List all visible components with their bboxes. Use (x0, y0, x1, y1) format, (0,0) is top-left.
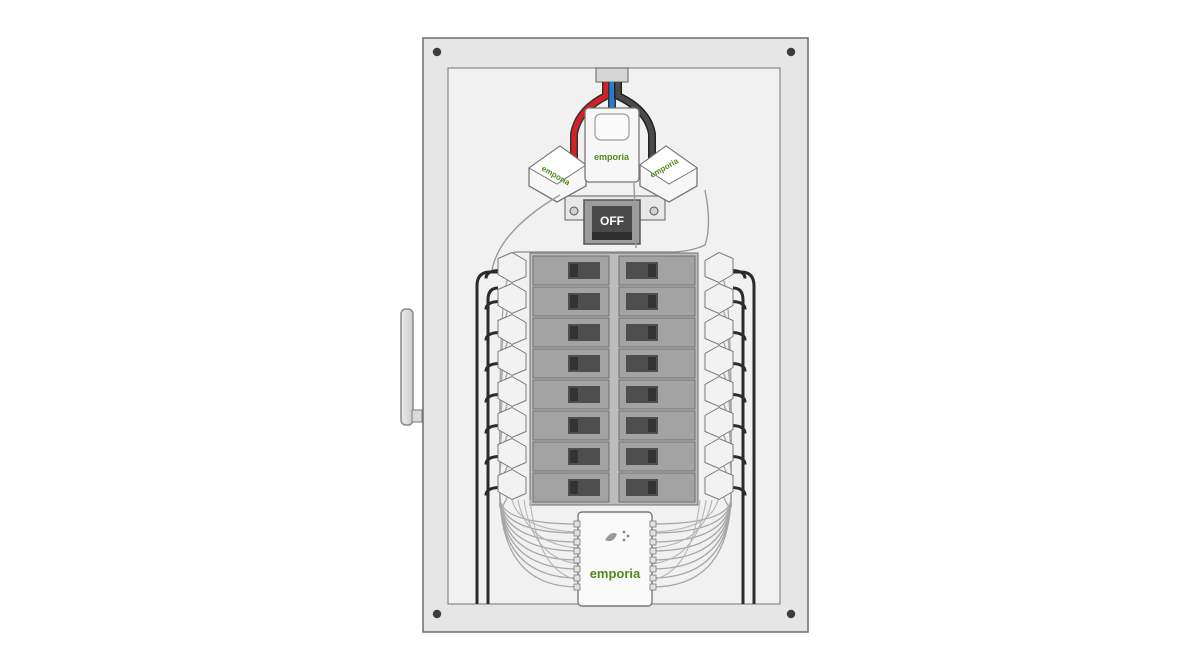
breaker-handle (648, 295, 656, 308)
monitor-port (573, 538, 581, 546)
monitor-port (649, 538, 657, 546)
screw-icon (786, 47, 796, 57)
monitor-brand-label: emporia (590, 566, 641, 581)
ct-sensor-left: emporia (528, 145, 587, 203)
monitor-port (573, 583, 581, 591)
breaker-handle (570, 450, 578, 463)
breaker-group (529, 252, 699, 506)
terminal-clip-left (497, 251, 527, 284)
monitor-port (573, 565, 581, 573)
monitor-port (649, 574, 657, 582)
terminal-clip-right (704, 344, 734, 377)
breaker-handle (570, 419, 578, 432)
breaker-handle (570, 388, 578, 401)
leaf-icon (605, 532, 617, 542)
breaker-handle (648, 450, 656, 463)
terminal-clip-left (497, 468, 527, 501)
status-led (622, 530, 626, 534)
breaker-handle (648, 264, 656, 277)
energy-monitor: emporia (573, 511, 657, 607)
terminal-clip-right (704, 375, 734, 408)
status-led (622, 538, 626, 542)
monitor-port (573, 556, 581, 564)
cable-bundle-right (651, 499, 701, 581)
monitor-port (573, 529, 581, 537)
breaker-handle (648, 481, 656, 494)
monitor-port (649, 547, 657, 555)
breaker-handle (570, 264, 578, 277)
terminal-clip-right (704, 313, 734, 346)
breaker-terminals (497, 251, 734, 501)
screw-icon (432, 47, 442, 57)
cable-bundle-left (523, 499, 579, 565)
terminal-clip-left (497, 344, 527, 377)
terminal-clip-right (704, 406, 734, 439)
monitor-port (573, 520, 581, 528)
terminal-clip-right (704, 251, 734, 284)
monitor-ports (573, 520, 657, 591)
main-switch: OFF (583, 199, 641, 245)
cable-bundle-left (511, 499, 579, 533)
ct-sensor-center: emporia (584, 107, 640, 183)
monitor-port (649, 520, 657, 528)
monitor-port (649, 565, 657, 573)
main-switch-label: OFF (600, 214, 624, 228)
cable-bundle-right (651, 499, 707, 565)
breaker-handle (570, 326, 578, 339)
cable-bundle-left (529, 499, 579, 581)
breaker-handle (570, 357, 578, 370)
monitor-port (573, 574, 581, 582)
monitor-port (649, 583, 657, 591)
sensor-cable-left (499, 495, 579, 588)
terminal-clip-left (497, 375, 527, 408)
terminal-clip-right (704, 468, 734, 501)
breaker-handle (648, 388, 656, 401)
breaker-handle (570, 481, 578, 494)
terminal-clip-left (497, 406, 527, 439)
status-led (626, 534, 630, 538)
monitor-port (649, 529, 657, 537)
sensor-brand-label: emporia (594, 152, 630, 162)
breaker-handle (648, 326, 656, 339)
wire-dark (615, 82, 655, 158)
monitor-port (573, 547, 581, 555)
breaker-handle (570, 295, 578, 308)
terminal-clip-left (497, 313, 527, 346)
screw-icon (432, 609, 442, 619)
ct-sensor-right: emporia (639, 145, 698, 203)
terminal-clip-left (497, 437, 527, 470)
breaker-handle (648, 419, 656, 432)
terminal-clip-left (497, 282, 527, 315)
terminal-clip-right (704, 437, 734, 470)
screw-icon (786, 609, 796, 619)
cable-bundle-right (651, 499, 719, 533)
sensor-cable-right (651, 495, 732, 588)
wire-red (571, 82, 609, 158)
terminal-clip-right (704, 282, 734, 315)
monitor-port (649, 556, 657, 564)
breaker-handle (648, 357, 656, 370)
conduit (595, 67, 629, 83)
